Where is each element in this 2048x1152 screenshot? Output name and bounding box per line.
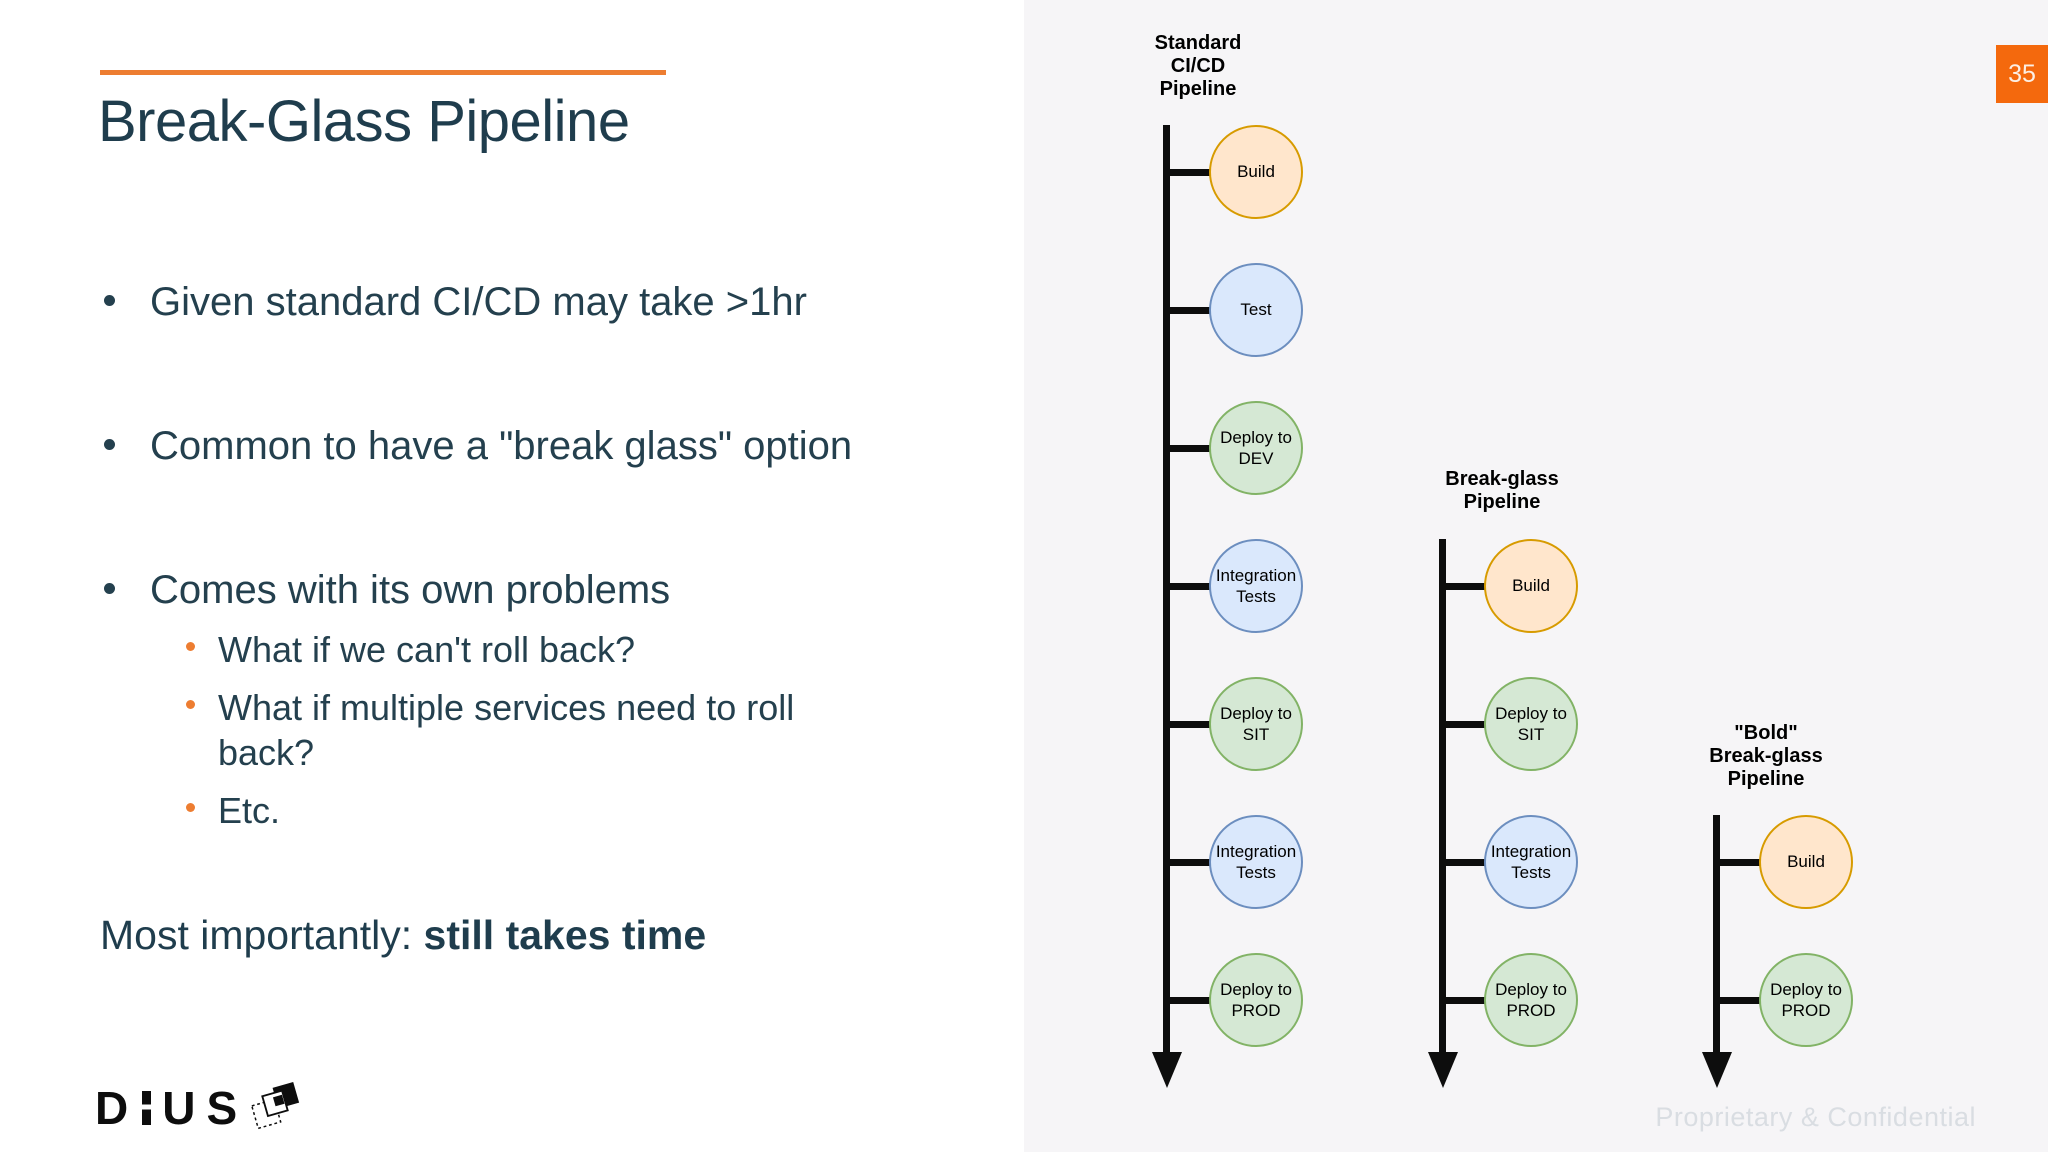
pipeline-node-label: Deploy to SIT	[1220, 703, 1292, 744]
pipeline-node: Build	[1759, 815, 1853, 909]
pipeline-node-label: Deploy to SIT	[1495, 703, 1567, 744]
pipeline-node: Deploy to SIT	[1484, 677, 1578, 771]
logo-letter-s: S	[206, 1082, 240, 1134]
dius-logo: D U S	[95, 1080, 303, 1136]
sub-bullet-text: What if multiple services need to roll b…	[218, 687, 795, 773]
sub-bullet-text: What if we can't roll back?	[218, 629, 636, 670]
pipeline-node-label: Integration Tests	[1215, 565, 1297, 606]
pipeline-node: Integration Tests	[1209, 539, 1303, 633]
pipeline-node: Integration Tests	[1209, 815, 1303, 909]
pipeline-arrow-icon	[1151, 1052, 1182, 1088]
pipeline-node-label: Deploy to PROD	[1495, 979, 1567, 1020]
confidentiality-footer: Proprietary & Confidential	[1655, 1102, 1976, 1132]
pipeline-connector	[1445, 858, 1486, 866]
closing-prefix: Most importantly:	[100, 912, 424, 958]
bullet-dot	[104, 583, 115, 594]
pipeline-node: Deploy to PROD	[1209, 953, 1303, 1047]
pipeline-connector	[1169, 444, 1211, 452]
pipeline-connector	[1169, 858, 1211, 866]
bullet-dot	[104, 295, 115, 306]
pipeline-node: Deploy to PROD	[1484, 953, 1578, 1047]
bullet-item: Common to have a "break glass" option	[102, 422, 852, 470]
sub-bullet-dot	[186, 803, 195, 812]
pipeline-node: Build	[1484, 539, 1578, 633]
pipeline-connector	[1445, 996, 1486, 1004]
pipeline-title: Standard CI/CD Pipeline	[1154, 32, 1242, 100]
logo-squares-icon	[251, 1081, 300, 1130]
pipeline-node-label: Deploy to DEV	[1220, 427, 1292, 468]
pipeline-node: Integration Tests	[1484, 815, 1578, 909]
logo-letter-d: D	[95, 1082, 131, 1134]
pipeline-connector	[1445, 720, 1486, 728]
pipeline-node: Deploy to PROD	[1759, 953, 1853, 1047]
logo-letter-i	[142, 1091, 152, 1125]
bullet-dot	[104, 439, 115, 450]
pipeline-connector	[1719, 858, 1761, 866]
pipeline-arrow-icon	[1701, 1052, 1732, 1088]
pipeline-node-label: Integration Tests	[1215, 841, 1297, 882]
sub-bullet-item: What if multiple services need to roll b…	[186, 685, 846, 775]
pipeline-connector	[1169, 168, 1211, 176]
pipeline-node: Deploy to SIT	[1209, 677, 1303, 771]
pipeline-connector	[1169, 306, 1211, 314]
sub-bullet-text: Etc.	[218, 790, 281, 831]
sub-bullet-dot	[186, 700, 195, 709]
bullet-item: Given standard CI/CD may take >1hr	[102, 278, 807, 326]
bullet-text: Given standard CI/CD may take >1hr	[150, 280, 807, 324]
pipeline-line	[1713, 815, 1720, 1056]
slide-number-text: 35	[2008, 59, 2036, 88]
pipeline-line	[1163, 125, 1170, 1056]
sub-bullet-dot	[186, 642, 195, 651]
page-title: Break-Glass Pipeline	[98, 89, 630, 154]
pipeline-line	[1439, 539, 1446, 1056]
pipeline-title: Break-glass Pipeline	[1445, 468, 1559, 513]
closing-emphasis: still takes time	[423, 912, 707, 958]
slide-number-badge: 35	[1996, 45, 2048, 103]
logo-letter-u: U	[162, 1082, 198, 1134]
sub-bullet-item: Etc.	[186, 788, 280, 833]
pipeline-node: Deploy to DEV	[1209, 401, 1303, 495]
pipeline-connector	[1169, 582, 1211, 590]
pipeline-node-label: Deploy to PROD	[1220, 979, 1292, 1020]
pipeline-node: Test	[1209, 263, 1303, 357]
pipeline-node-label: Build	[1512, 576, 1550, 596]
pipeline-connector	[1169, 996, 1211, 1004]
pipeline-connector	[1169, 720, 1211, 728]
pipeline-node-label: Test	[1240, 300, 1272, 320]
bullet-text: Common to have a "break glass" option	[150, 424, 853, 468]
pipeline-node-label: Build	[1237, 162, 1275, 182]
pipeline-node-label: Deploy to PROD	[1770, 979, 1842, 1020]
pipeline-arrow-icon	[1427, 1052, 1458, 1088]
pipeline-node-label: Integration Tests	[1490, 841, 1572, 882]
bullet-item: Comes with its own problems	[102, 566, 670, 614]
pipeline-connector	[1445, 582, 1486, 590]
pipeline-connector	[1719, 996, 1761, 1004]
pipeline-node: Build	[1209, 125, 1303, 219]
closing-statement: Most importantly: still takes time	[100, 912, 706, 959]
pipeline-title: "Bold" Break-glass Pipeline	[1709, 722, 1823, 790]
bullet-text: Comes with its own problems	[150, 568, 671, 612]
sub-bullet-item: What if we can't roll back?	[186, 627, 635, 672]
pipeline-node-label: Build	[1787, 852, 1825, 872]
title-accent-rule	[100, 70, 666, 75]
